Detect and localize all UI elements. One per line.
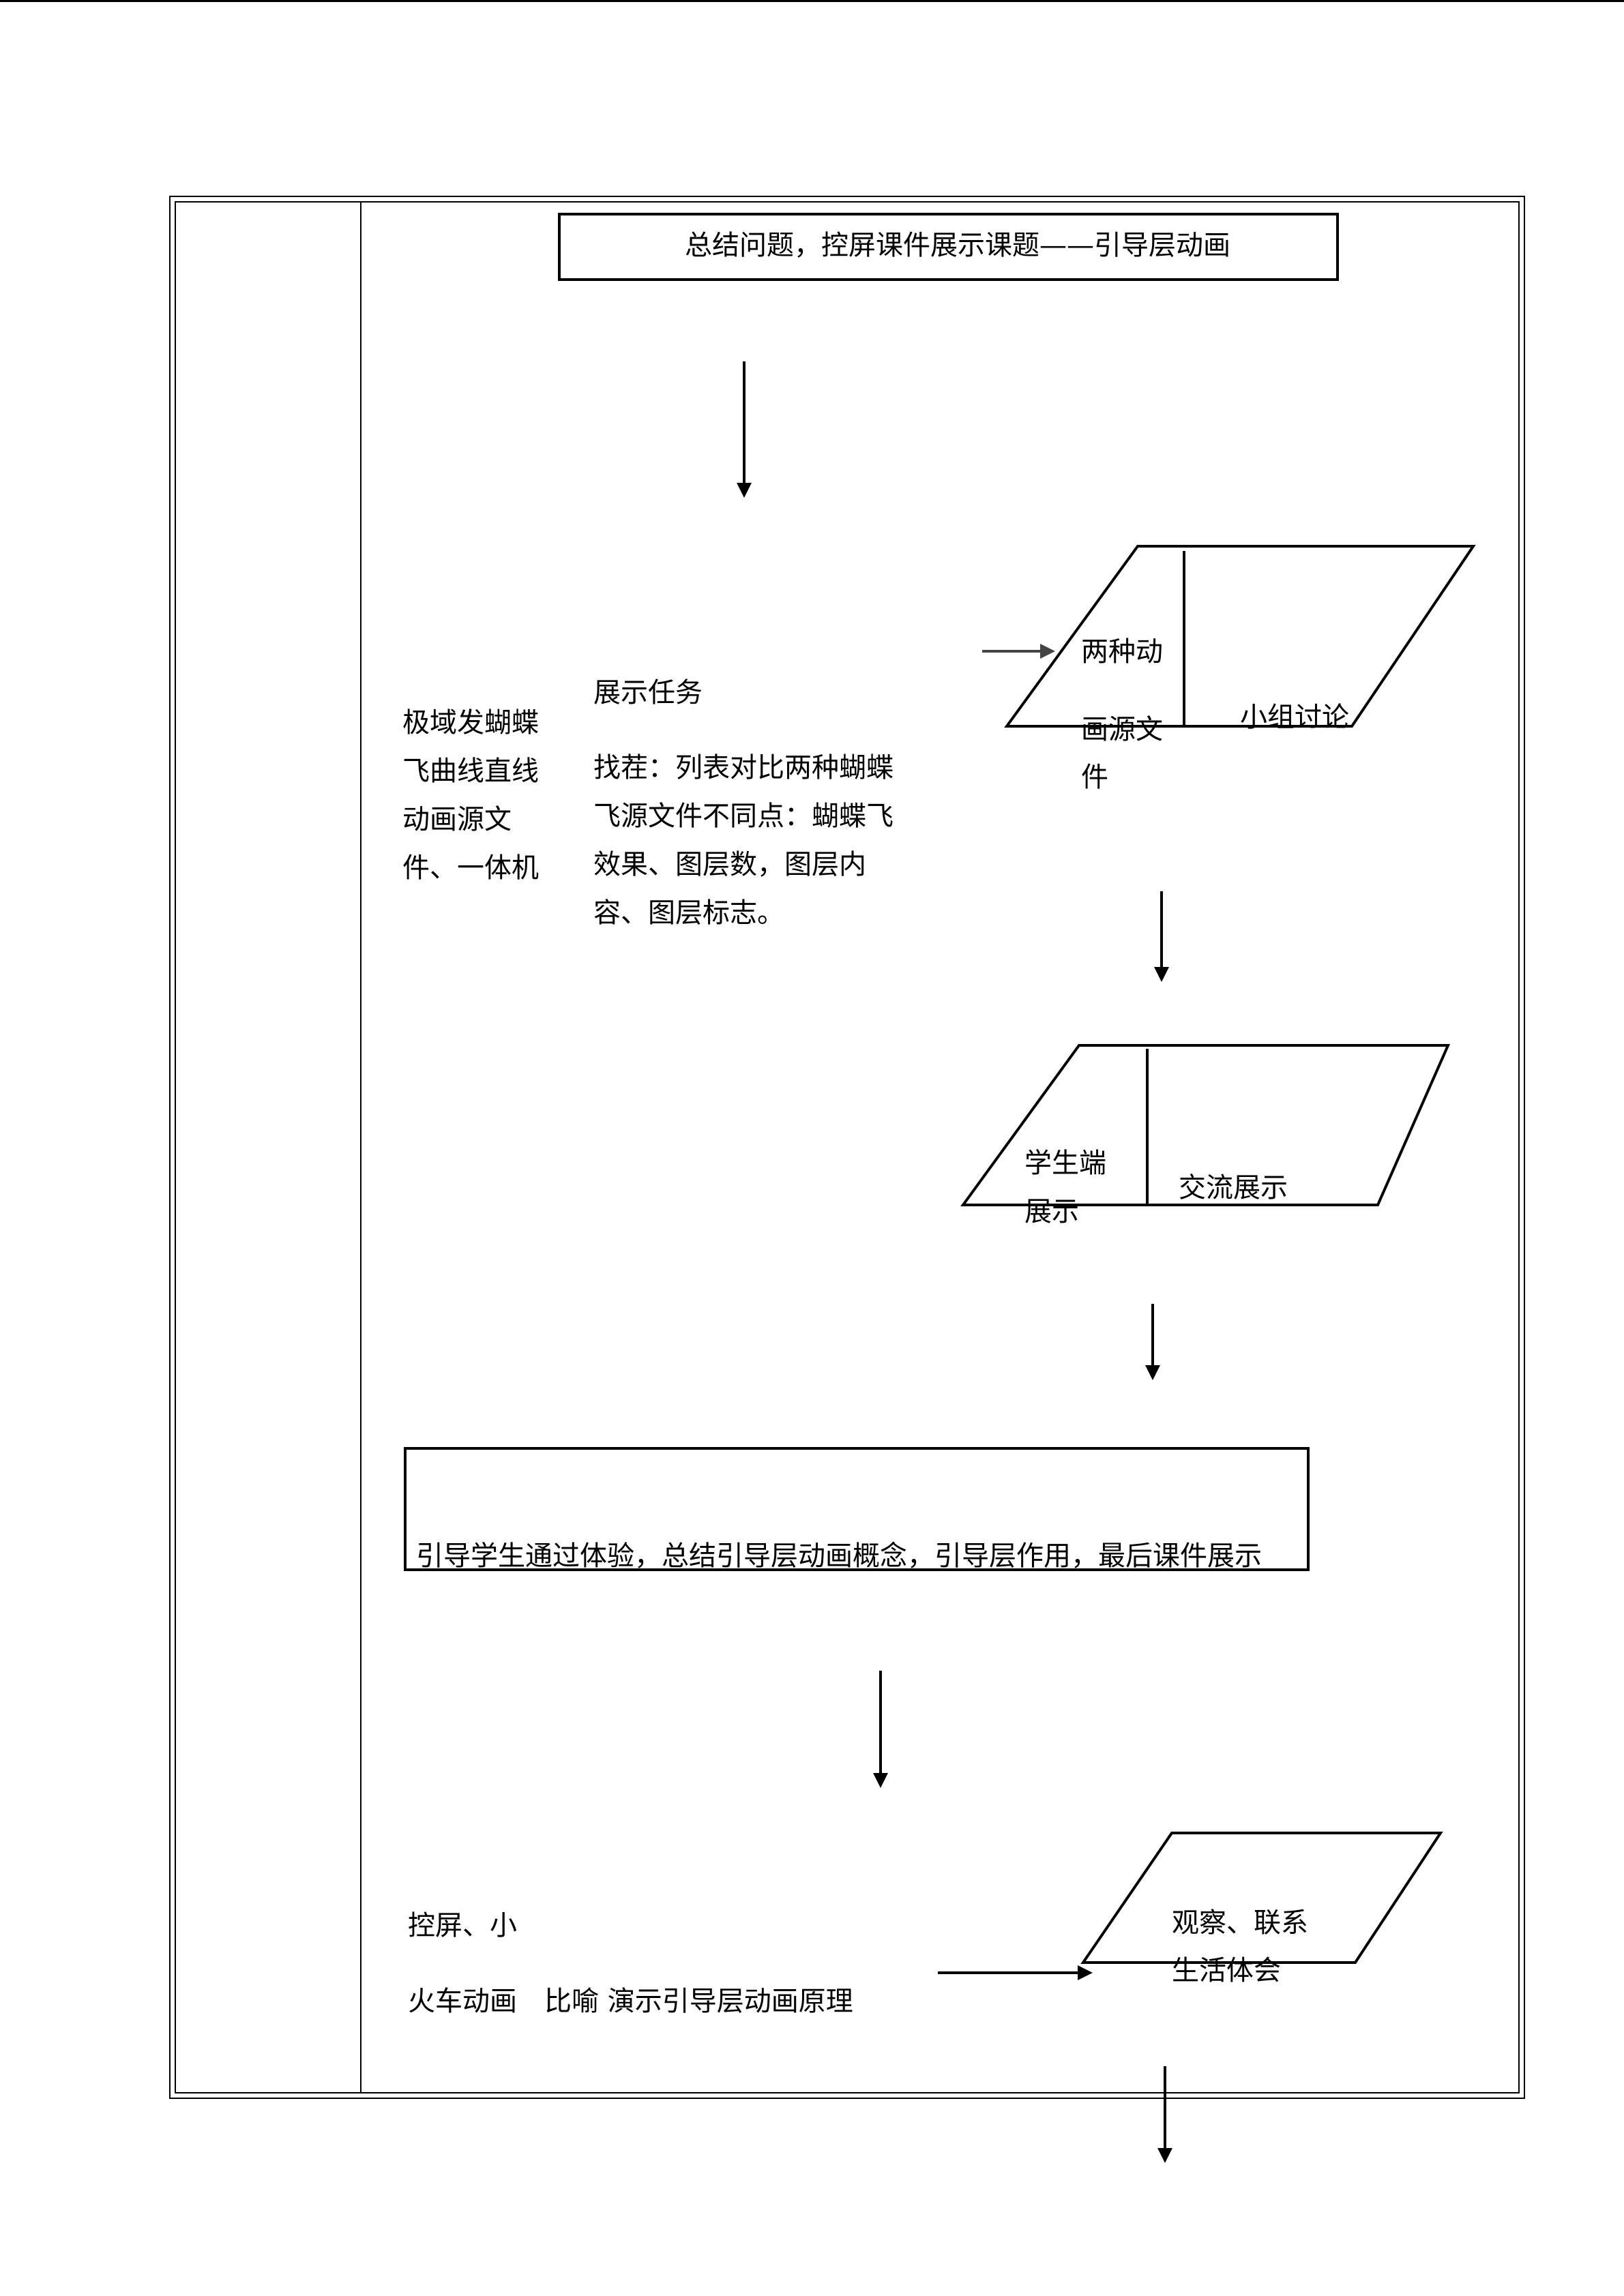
showcase-left-line-1: 学生端 (1024, 1148, 1106, 1179)
discussion-left-line-2: 画源文 (1081, 714, 1163, 745)
summary-box (404, 1447, 1310, 1571)
arrowhead-title-to-task (737, 483, 752, 498)
summary-box-text: 引导学生通过体验，总结引导层动画概念，引导层作用，最后课件展示 (416, 1540, 1262, 1572)
showcase-left-line-2: 展示 (1024, 1196, 1079, 1227)
discussion-right-text: 小组讨论 (1240, 702, 1349, 733)
task-line-1: 找茬：列表对比两种蝴蝶 (593, 752, 894, 784)
arrowhead-showcase-to-summary (1145, 1365, 1160, 1380)
table-inner-border (175, 201, 1520, 2093)
observe-line-1: 观察、联系 (1172, 1907, 1308, 1939)
parallelogram-discussion (1004, 545, 1476, 728)
task-heading: 展示任务 (593, 677, 703, 709)
arrowhead-observe-to-next (1157, 2148, 1172, 2163)
demo-line-1: 控屏、小 (408, 1910, 517, 1941)
parallelogram-showcase (960, 1044, 1451, 1206)
left-column-line-4: 件、一体机 (402, 852, 539, 884)
title-box-text: 总结问题，控屏课件展示课题——引导层动画 (685, 230, 1230, 261)
demo-line-2: 火车动画 比喻 演示引导层动画原理 (408, 1986, 853, 2017)
showcase-right-text: 交流展示 (1179, 1172, 1288, 1204)
task-line-2: 飞源文件不同点：蝴蝶飞 (593, 801, 894, 832)
page-top-rule (0, 0, 1624, 2)
discussion-left-line-3: 件 (1081, 762, 1108, 793)
parallelogram-observe (1080, 1832, 1443, 1964)
table-column-divider (360, 201, 361, 2093)
arrowhead-task-to-discussion (1040, 644, 1055, 659)
observe-line-2: 生活体会 (1172, 1955, 1281, 1986)
task-line-4: 容、图层标志。 (593, 897, 784, 929)
task-line-3: 效果、图层数，图层内 (593, 849, 866, 880)
arrowhead-discussion-to-showcase (1154, 967, 1169, 982)
title-box (558, 213, 1339, 281)
table-outer-border (169, 196, 1525, 2099)
left-column-line-2: 飞曲线直线 (402, 756, 539, 787)
arrowhead-demo-to-observe (1078, 1965, 1093, 1980)
left-column-line-1: 极域发蝴蝶 (402, 707, 539, 739)
left-column-line-3: 动画源文 (402, 804, 512, 835)
arrowhead-summary-to-demo (873, 1773, 888, 1788)
discussion-left-line-1: 两种动 (1081, 636, 1163, 668)
